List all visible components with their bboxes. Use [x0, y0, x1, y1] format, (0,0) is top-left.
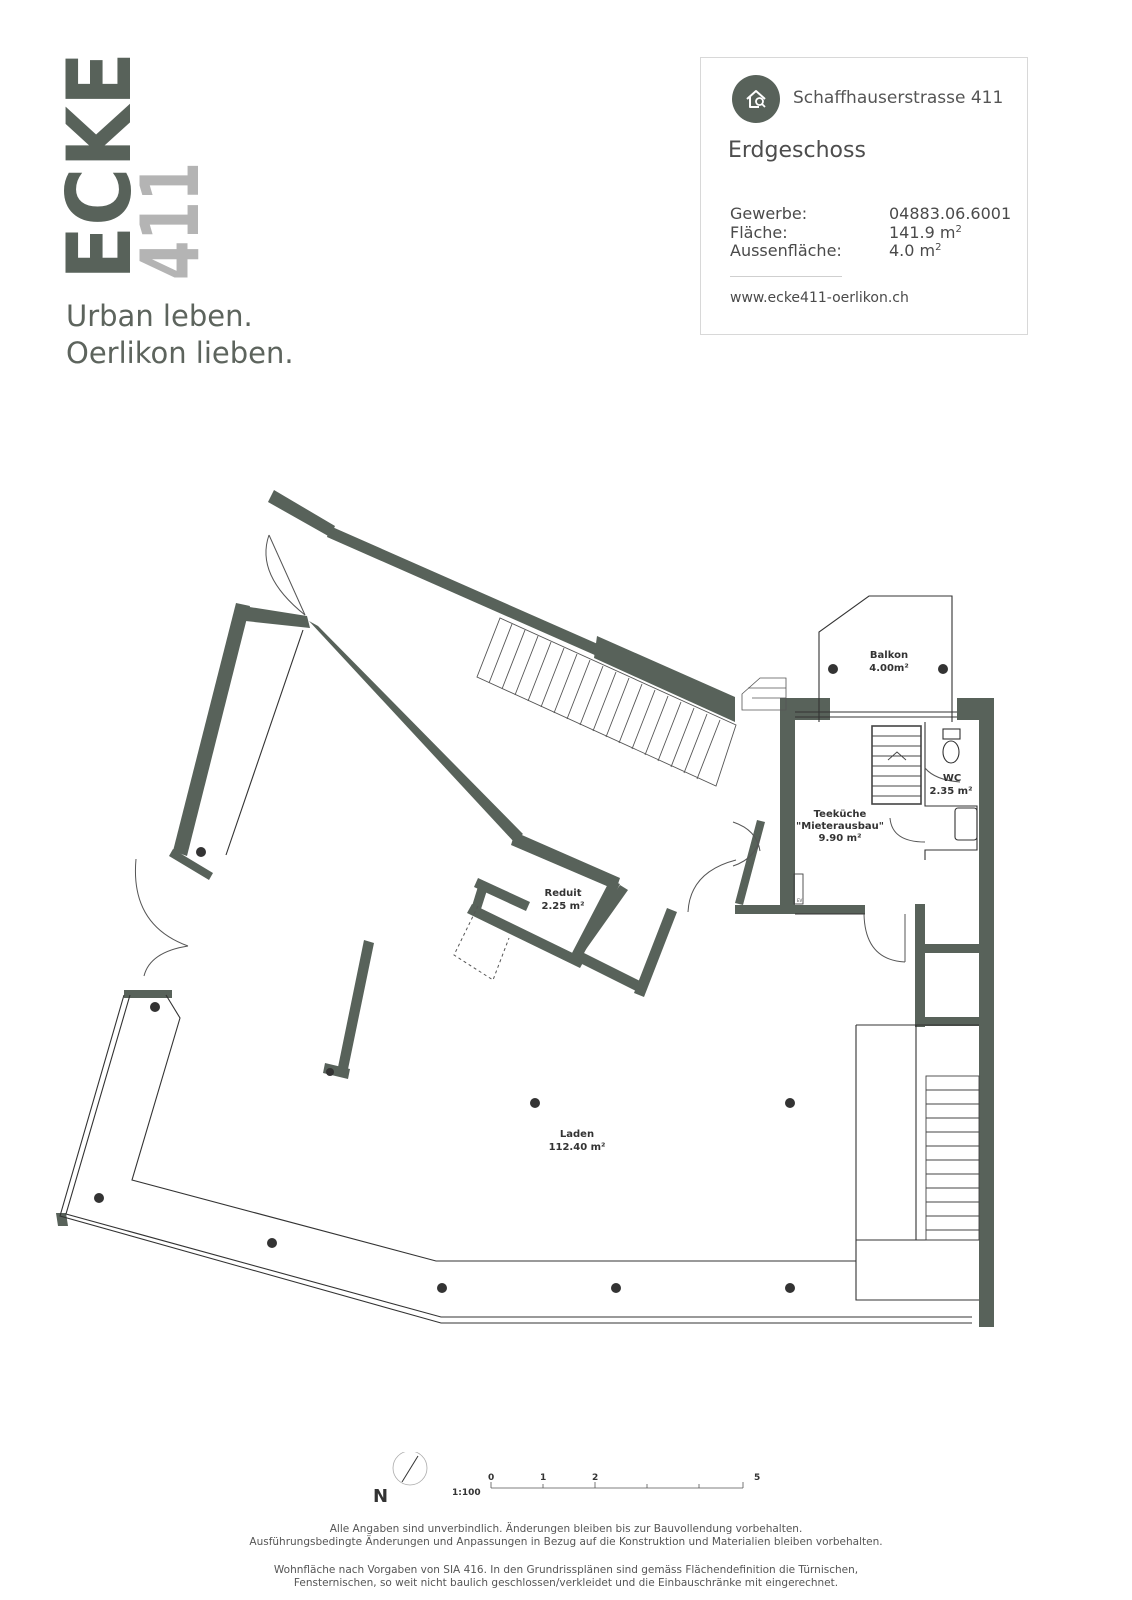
scale-tick-0: 0 — [488, 1473, 494, 1483]
info-label: Gewerbe: — [730, 204, 808, 223]
ev-box — [793, 873, 804, 905]
info-label: Fläche: — [730, 222, 788, 242]
columns — [94, 664, 948, 1293]
stairs-right — [925, 1075, 980, 1241]
doors — [134, 534, 961, 981]
logo-number-text: 411 — [138, 162, 206, 280]
info-value: 4.0 m2 — [889, 241, 942, 260]
scale-tick-2: 2 — [592, 1473, 598, 1483]
scale-bar — [490, 1482, 744, 1489]
room-teekueche-subtitle: "Mieterausbau" — [796, 821, 884, 832]
website-link[interactable]: www.ecke411-oerlikon.ch — [730, 290, 909, 306]
info-value: 141.9 m2 — [889, 222, 962, 242]
info-value: 04883.06.6001 — [889, 204, 1012, 223]
disclaimer-line: Fensternischen, so weit nicht baulich ge… — [293, 1577, 839, 1589]
logo-word: ECKE — [58, 52, 143, 280]
slogan-line-1: Urban leben. — [66, 299, 253, 333]
disclaimer-line: Alle Angaben sind unverbindlich. Änderun… — [329, 1523, 803, 1535]
address: Schaffhauserstrasse 411 — [793, 88, 1004, 108]
room-laden-area: 112.40 m² — [549, 1142, 606, 1153]
room-teekueche-area: 9.90 m² — [819, 833, 862, 844]
stairs-small — [741, 677, 787, 711]
stairs-main — [476, 617, 737, 787]
outline-lines — [59, 595, 979, 1324]
scale-ratio: 1:100 — [452, 1488, 481, 1498]
disclaimer-line: Ausführungsbedingte Änderungen und Anpas… — [249, 1536, 883, 1548]
info-label: Aussenfläche: — [730, 241, 842, 260]
north-arrow-icon: N — [373, 1452, 428, 1507]
room-laden-name: Laden — [560, 1129, 594, 1140]
room-wc-name: WC — [943, 773, 961, 784]
disclaimer-block-2: Wohnfläche nach Vorgaben von SIA 416. In… — [100, 1564, 1032, 1590]
room-reduit-area: 2.25 m² — [542, 901, 585, 912]
disclaimer-line: Wohnfläche nach Vorgaben von SIA 416. In… — [273, 1564, 859, 1576]
room-balkon-name: Balkon — [870, 650, 908, 661]
divider — [730, 276, 842, 277]
walls — [56, 490, 994, 1327]
scale-tick-5: 5 — [754, 1473, 760, 1483]
disclaimer-block-1: Alle Angaben sind unverbindlich. Änderun… — [100, 1523, 1032, 1549]
north-label: N — [373, 1486, 388, 1507]
logo-number: 411 — [138, 162, 206, 280]
slogan: Urban leben. Oerlikon lieben. — [66, 298, 294, 372]
floor-plan: EV Balkon 4.00m² WC 2.35 m² Teeküche "Mi… — [56, 490, 994, 1327]
scale-tick-1: 1 — [540, 1473, 546, 1483]
info-row-aussenflaeche: Aussenfläche: 4.0 m2 — [730, 241, 1010, 261]
room-teekueche-name: Teeküche — [814, 809, 867, 820]
room-reduit-name: Reduit — [545, 888, 582, 899]
stairs-teekueche — [871, 725, 922, 805]
home-search-icon — [732, 75, 780, 123]
room-wc-area: 2.35 m² — [930, 786, 973, 797]
logo-ecke: ECKE — [58, 52, 143, 280]
info-row-flaeche: Fläche: 141.9 m2 — [730, 222, 1010, 243]
info-table: Gewerbe: 04883.06.6001 Fläche: 141.9 m2 … — [730, 204, 1012, 261]
room-balkon-area: 4.00m² — [869, 663, 908, 674]
info-box: Schaffhauserstrasse 411 Erdgeschoss Gewe… — [700, 57, 1028, 335]
scale-area: N 1:100 0 1 2 5 — [373, 1452, 760, 1507]
slogan-line-2: Oerlikon lieben. — [66, 336, 294, 370]
info-row-gewerbe: Gewerbe: 04883.06.6001 — [730, 204, 1012, 224]
floor-title: Erdgeschoss — [728, 138, 866, 163]
ev-label: EV — [797, 898, 803, 903]
